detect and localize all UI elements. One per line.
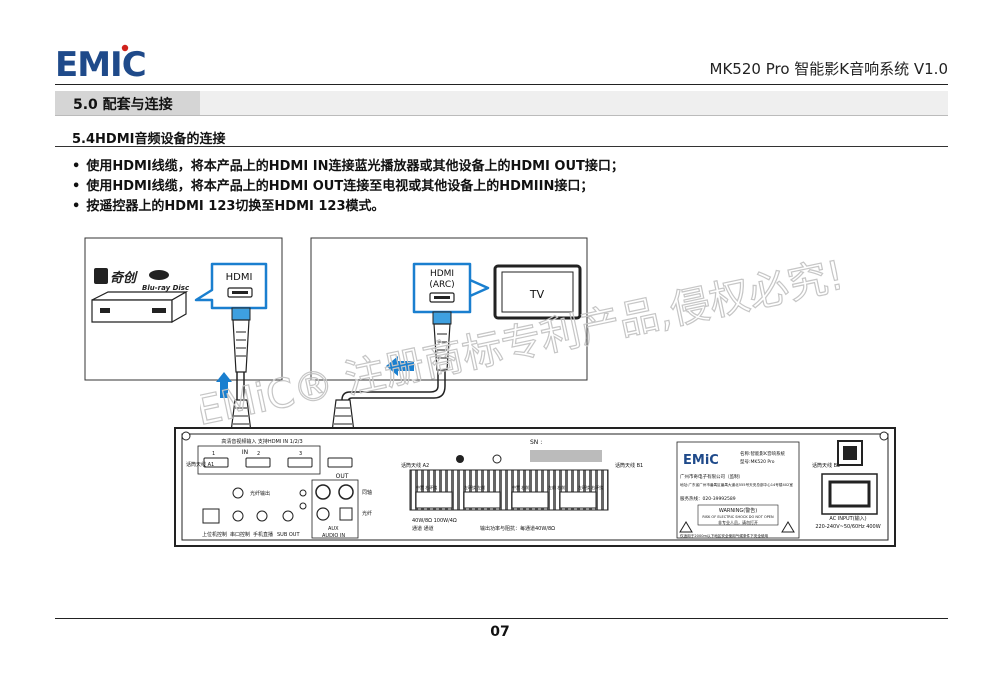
hdmi-num: 3 [299,451,302,457]
optical-out-label: 光纤输出 [250,490,270,497]
antenna-a2-label: 话筒天线 A2 [401,462,429,469]
warning-sub: RISK OF ELECTRIC SHOCK DO NOT OPEN [702,515,774,519]
hdmi-group-label: 高清音视频输入 支持HDMI IN 1/2/3 [221,438,302,445]
bluray-logo-text: Blu-ray Disc [142,284,190,292]
speaker-note-center: 输出功率与阻抗：每通道40W/8Ω [480,525,555,532]
antenna-a1-label: 话筒天线 A1 [186,461,214,468]
speaker-label: 左环绕 左前 [464,484,485,490]
antenna-b1-label: 话筒天线 B1 [615,462,643,469]
page-number: 07 [490,624,510,640]
rating-footer: 仅适用于2000m以下地区安全使用气候条件下安全使用 [680,533,769,538]
player-hdmi-callout: HDMI [194,262,268,310]
sn-sticker [530,450,602,462]
hdmi-in-label: IN [242,449,248,456]
hdmi-cable-player [230,307,253,445]
instruction-item: 按遥控器上的HDMI 123切换至HDMI 123模式。 [72,197,624,217]
rating-company: 广州市奇电子有限公司（监制） [680,473,743,480]
section-tab: 5.0 配套与连接 [55,91,200,115]
rating-name: 名称:智能影K音响系统 [740,450,785,457]
antenna-b2-label: 话筒天线 B2 [812,462,840,469]
header-divider [55,84,948,85]
subsection-title: 5.4HDMI音频设备的连接 [72,132,226,147]
speaker-label: 左环绕 右环绕 [578,484,603,490]
hdmi-num: 1 [212,451,215,457]
rating-address: 地址:广东省广州市番禺区番禺大道北555号天安总部中心14号楼402室 [680,482,793,487]
player-hdmi-label: HDMI [226,272,253,283]
rating-label-logo: EMiC [683,453,719,468]
tv-hdmi-label: HDMI [430,269,454,279]
optical-label: 光纤 [362,510,372,517]
instruction-item: 使用HDMI线缆，将本产品上的HDMI IN连接蓝光播放器或其他设备上的HDMI… [72,157,624,177]
bluray-logo: Blu-ray Disc [142,270,190,292]
rs232-port [202,508,220,524]
warning-cn: 非专业人员，请勿打开 [718,519,758,525]
sn-label: SN : [530,439,542,446]
document-title: MK520 Pro 智能影K音响系统 V1.0 [709,60,948,78]
up-arrow-icon [216,372,232,398]
hdmi-in-1-port [203,457,229,468]
warning-icon [781,521,795,533]
player-brand-text: 奇创 [110,270,138,286]
hdmi-in-2-port [245,457,271,468]
speaker-label: 中置 右环绕 [416,484,437,490]
tv-hdmi-callout: HDMI (ARC) [412,262,490,314]
speaker-note: 通道 通道 [412,525,434,532]
ac-spec-label: 220-240V~50/60Hz 400W [815,524,880,530]
speaker-label: 左前 右前 [548,484,565,490]
hdmi-in-3-port [287,457,313,468]
subsection-divider [55,146,948,147]
instruction-item: 使用HDMI线缆，将本产品上的HDMI OUT连接至电视或其他设备上的HDMII… [72,177,624,197]
panel-bottom-label: SUB OUT [277,532,300,538]
hdmi-out-port [327,457,353,468]
speaker-note: 40W/8Ω 100W/4Ω [412,518,457,524]
optical-out-jack [232,487,244,499]
left-arrow-icon [386,356,414,376]
panel-bottom-label: 串口控制 [230,531,250,538]
svg-text:EMIC: EMIC [55,45,146,82]
section-bar: 5.0 配套与连接 [55,91,948,116]
rating-model: 型号:MK520 Pro [740,458,775,465]
tv-illustration: TV [493,264,582,320]
hdmi-out-label: OUT [336,473,349,480]
warning-icon [679,521,693,533]
hdmi-num: 2 [257,451,260,457]
bluray-player-device [91,290,189,324]
player-brand-logo: 奇创 [94,268,138,286]
panel-bottom-label: 上位机控制 [202,531,227,538]
section-title: 5.0 配套与连接 [73,97,173,113]
audio-in-label: AUDIO IN [322,533,345,539]
connection-diagram: 奇创 Blu-ray Disc HDMI HDMI (ARC) TV [84,237,896,547]
warning-title: WARNING(警告) [719,507,757,514]
speaker-label: 中置 右前 [512,484,529,490]
ac-input-label: AC INPUT(输入) [829,515,866,522]
aux-label: AUX [328,526,339,532]
panel-bottom-label: 手机直播 [253,531,273,538]
rating-phone: 服务热线：020-39992589 [680,495,736,502]
emic-logo: EMIC [55,44,147,82]
footer-divider [55,618,948,619]
instruction-list: 使用HDMI线缆，将本产品上的HDMI IN连接蓝光播放器或其他设备上的HDMI… [72,157,624,217]
tv-label: TV [529,288,545,301]
rear-panel: 高清音视频输入 支持HDMI IN 1/2/3 IN OUT 1 2 3 话筒天… [174,427,896,547]
coaxial-label: 同轴 [362,489,372,496]
tv-arc-label: (ARC) [429,280,454,290]
